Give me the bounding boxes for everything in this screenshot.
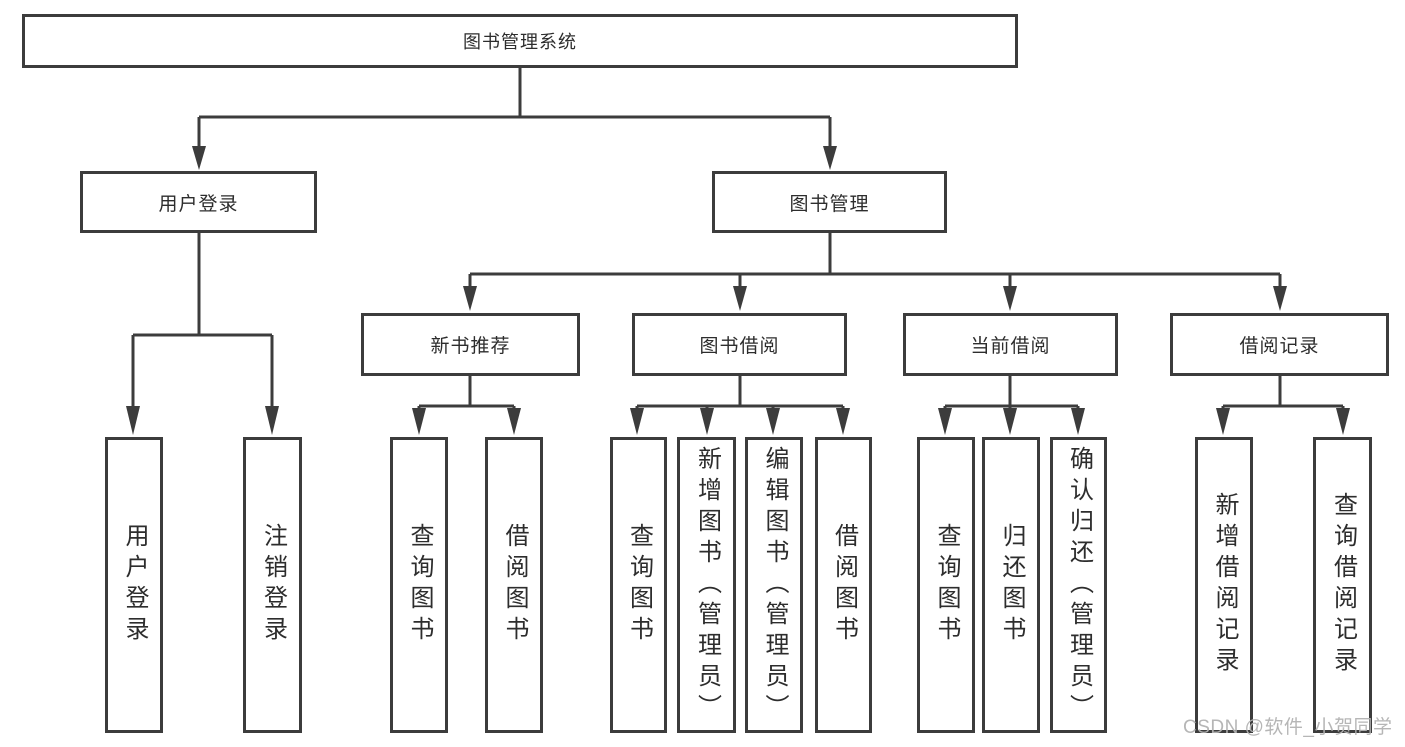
node-borrow-records: 借阅记录 [1170,313,1389,376]
leaf-add-book-admin: 新增图书（管理员） [677,437,736,733]
leaf-edit-book-admin-label: 编辑图书（管理员） [761,445,788,725]
leaf-logout-label: 注销登录 [259,523,287,647]
leaf-borrow-books-borrow: 借阅图书 [815,437,872,733]
leaf-query-books-current: 查询图书 [917,437,975,733]
leaf-add-borrow-record-label: 新增借阅记录 [1211,492,1238,678]
node-new-book-recommend: 新书推荐 [361,313,580,376]
leaf-query-books-current-label: 查询图书 [933,523,960,647]
leaf-query-borrow-record-label: 查询借阅记录 [1329,492,1357,678]
node-current-borrow-label: 当前借阅 [970,336,1051,357]
leaf-query-borrow-record: 查询借阅记录 [1313,437,1372,733]
leaf-add-book-admin-label: 新增图书（管理员） [693,445,721,725]
leaf-query-books-recommend-label: 查询图书 [406,523,433,647]
leaf-query-books-recommend: 查询图书 [390,437,448,733]
node-book-management: 图书管理 [712,171,947,233]
leaf-borrow-books-recommend-label: 借阅图书 [501,523,528,647]
leaf-query-books-borrow-label: 查询图书 [625,523,653,647]
node-new-book-recommend-label: 新书推荐 [430,336,511,357]
node-book-management-label: 图书管理 [789,193,870,215]
leaf-user-login-label: 用户登录 [121,523,148,647]
node-library-system: 图书管理系统 [22,14,1018,68]
leaf-logout: 注销登录 [243,437,302,733]
leaf-borrow-books-borrow-label: 借阅图书 [830,523,858,647]
leaf-confirm-return-admin-label: 确认归还（管理员） [1065,445,1093,725]
node-book-borrow-label: 图书借阅 [699,336,780,357]
node-user-login: 用户登录 [80,171,317,233]
csdn-watermark: CSDN @软件_小贺同学 [1183,717,1393,738]
node-borrow-records-label: 借阅记录 [1239,336,1320,357]
leaf-borrow-books-recommend: 借阅图书 [485,437,543,733]
node-user-login-label: 用户登录 [158,193,239,215]
node-library-system-label: 图书管理系统 [463,32,577,52]
leaf-add-borrow-record: 新增借阅记录 [1195,437,1253,733]
leaf-return-book: 归还图书 [982,437,1040,733]
node-book-borrow: 图书借阅 [632,313,847,376]
leaf-edit-book-admin: 编辑图书（管理员） [745,437,803,733]
leaf-confirm-return-admin: 确认归还（管理员） [1050,437,1107,733]
leaf-user-login: 用户登录 [105,437,163,733]
leaf-return-book-label: 归还图书 [998,523,1025,647]
leaf-query-books-borrow: 查询图书 [610,437,667,733]
node-current-borrow: 当前借阅 [903,313,1118,376]
